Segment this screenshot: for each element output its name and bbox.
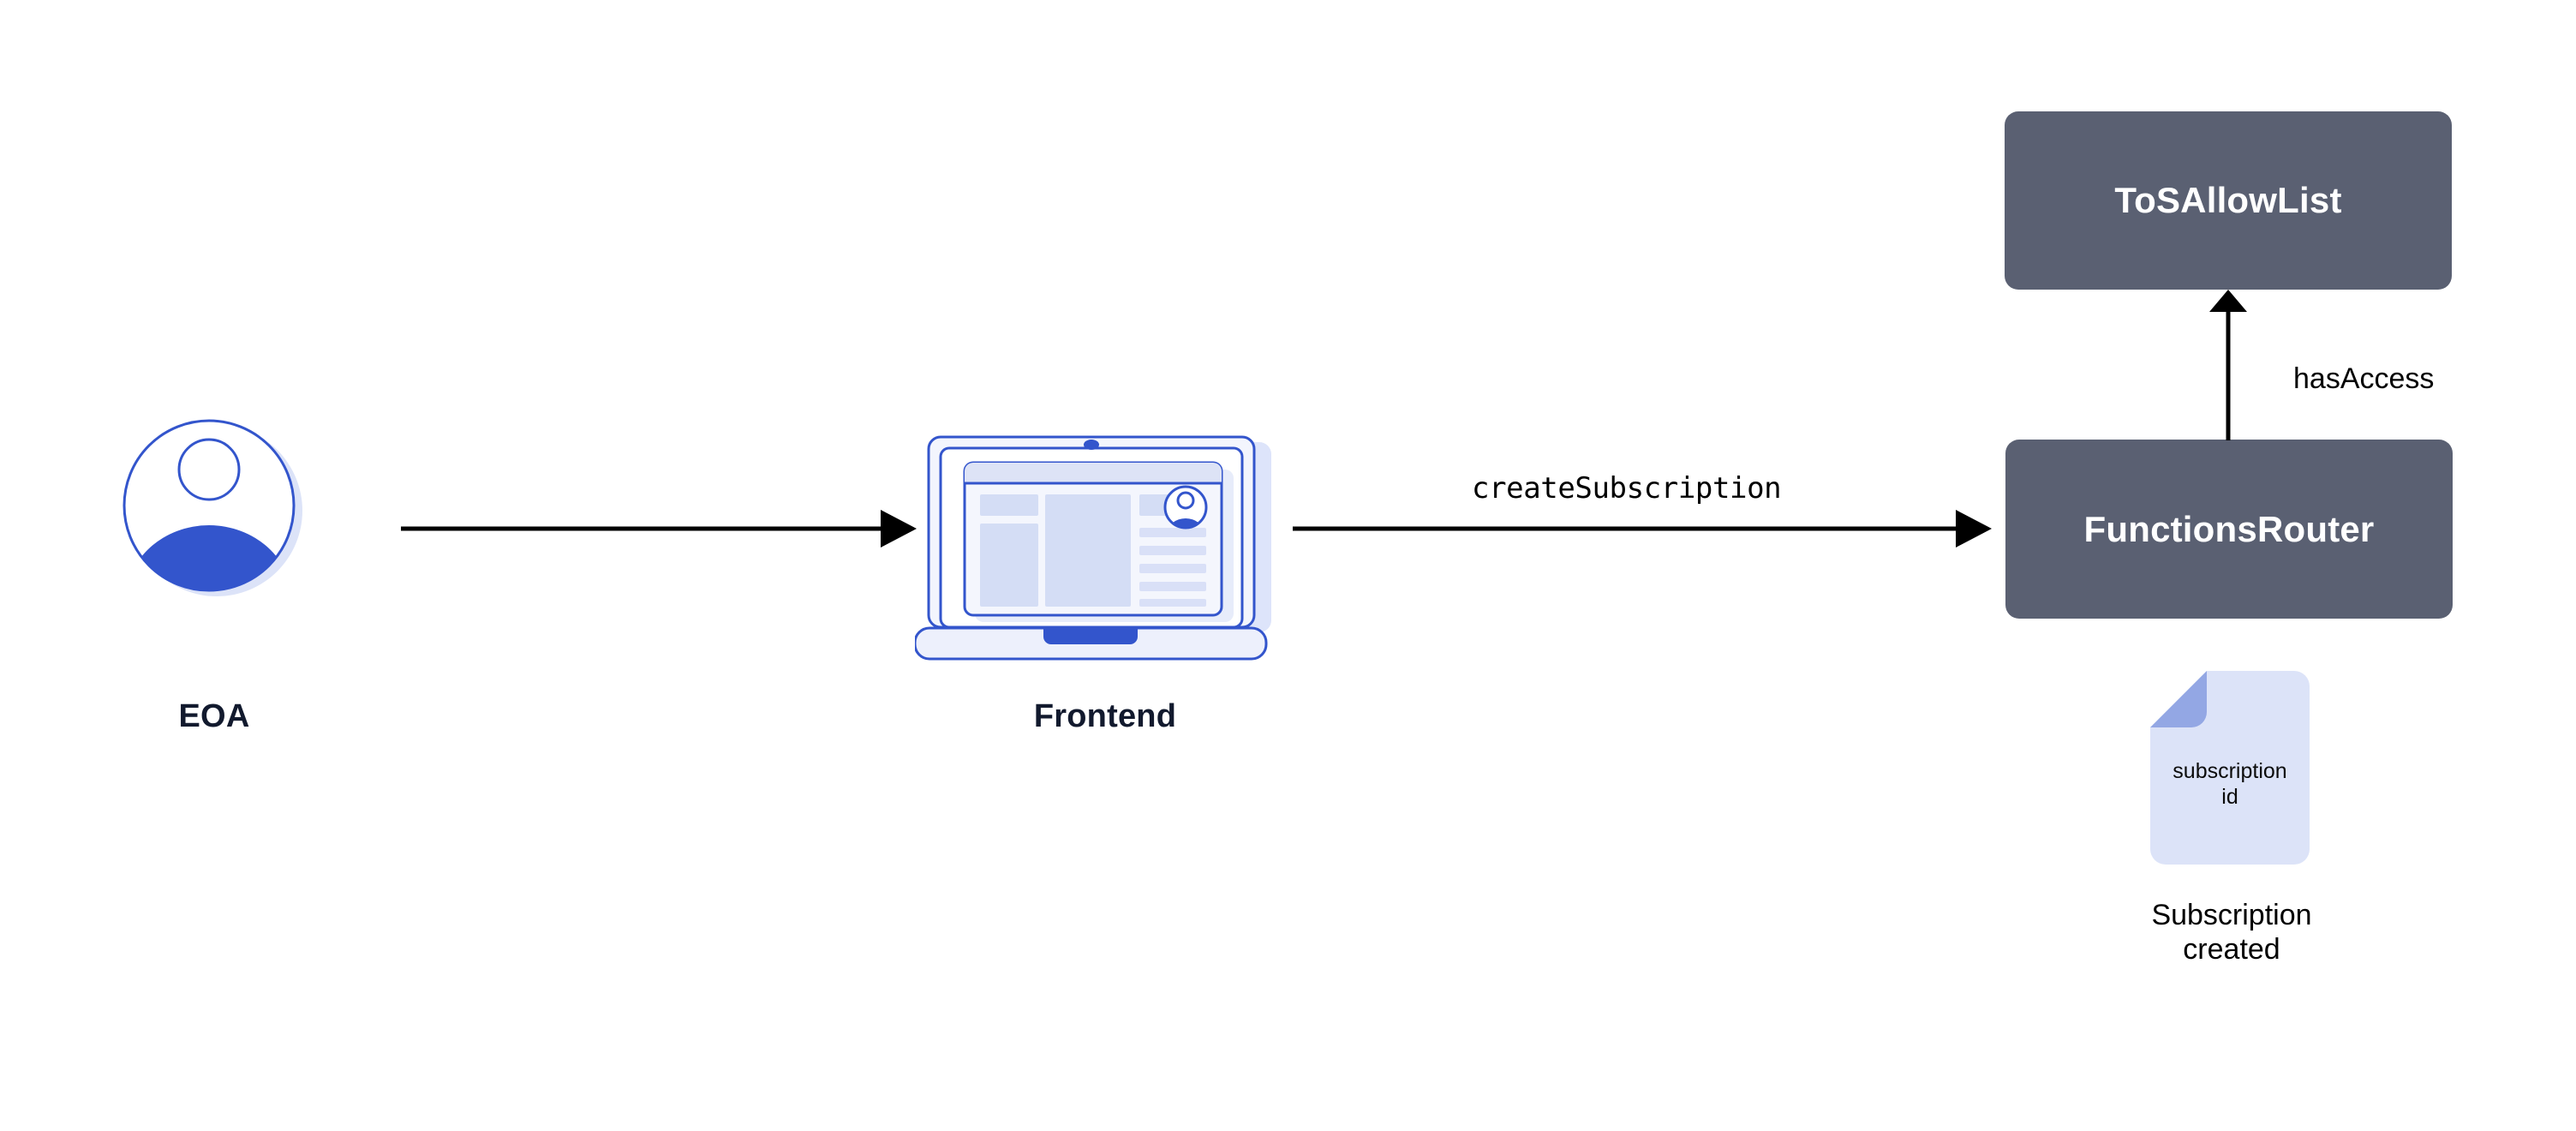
functions-router-label: FunctionsRouter bbox=[2083, 508, 2375, 549]
edge-label-create-subscription: createSubscription bbox=[1472, 471, 1782, 506]
eoa-label: EOA bbox=[178, 698, 250, 734]
user-avatar-icon bbox=[120, 416, 304, 601]
screen-avatar-icon bbox=[1163, 485, 1208, 530]
node-tos-allowlist[interactable]: ToSAllowList bbox=[2005, 111, 2452, 290]
caption-line-2: created bbox=[2183, 933, 2280, 966]
arrow-eoa-to-frontend bbox=[401, 510, 917, 548]
laptop-icon bbox=[913, 428, 1292, 664]
frontend-label: Frontend bbox=[1033, 698, 1177, 734]
tos-allowlist-label: ToSAllowList bbox=[2114, 180, 2342, 220]
node-functions-router[interactable]: FunctionsRouter bbox=[2005, 440, 2453, 619]
document-line-1: subscription bbox=[2173, 759, 2287, 783]
caption-line-1: Subscription bbox=[2151, 899, 2312, 931]
arrow-router-to-tos-allowlist bbox=[2209, 290, 2247, 440]
document-line-2: id bbox=[2221, 785, 2238, 809]
edge-label-has-access: hasAccess bbox=[2293, 362, 2435, 395]
subscription-created-caption: Subscription created bbox=[2103, 898, 2360, 966]
arrow-frontend-to-router bbox=[1293, 510, 1992, 548]
document-icon: subscription id bbox=[2150, 671, 2310, 865]
document-text: subscription id bbox=[2150, 758, 2310, 810]
